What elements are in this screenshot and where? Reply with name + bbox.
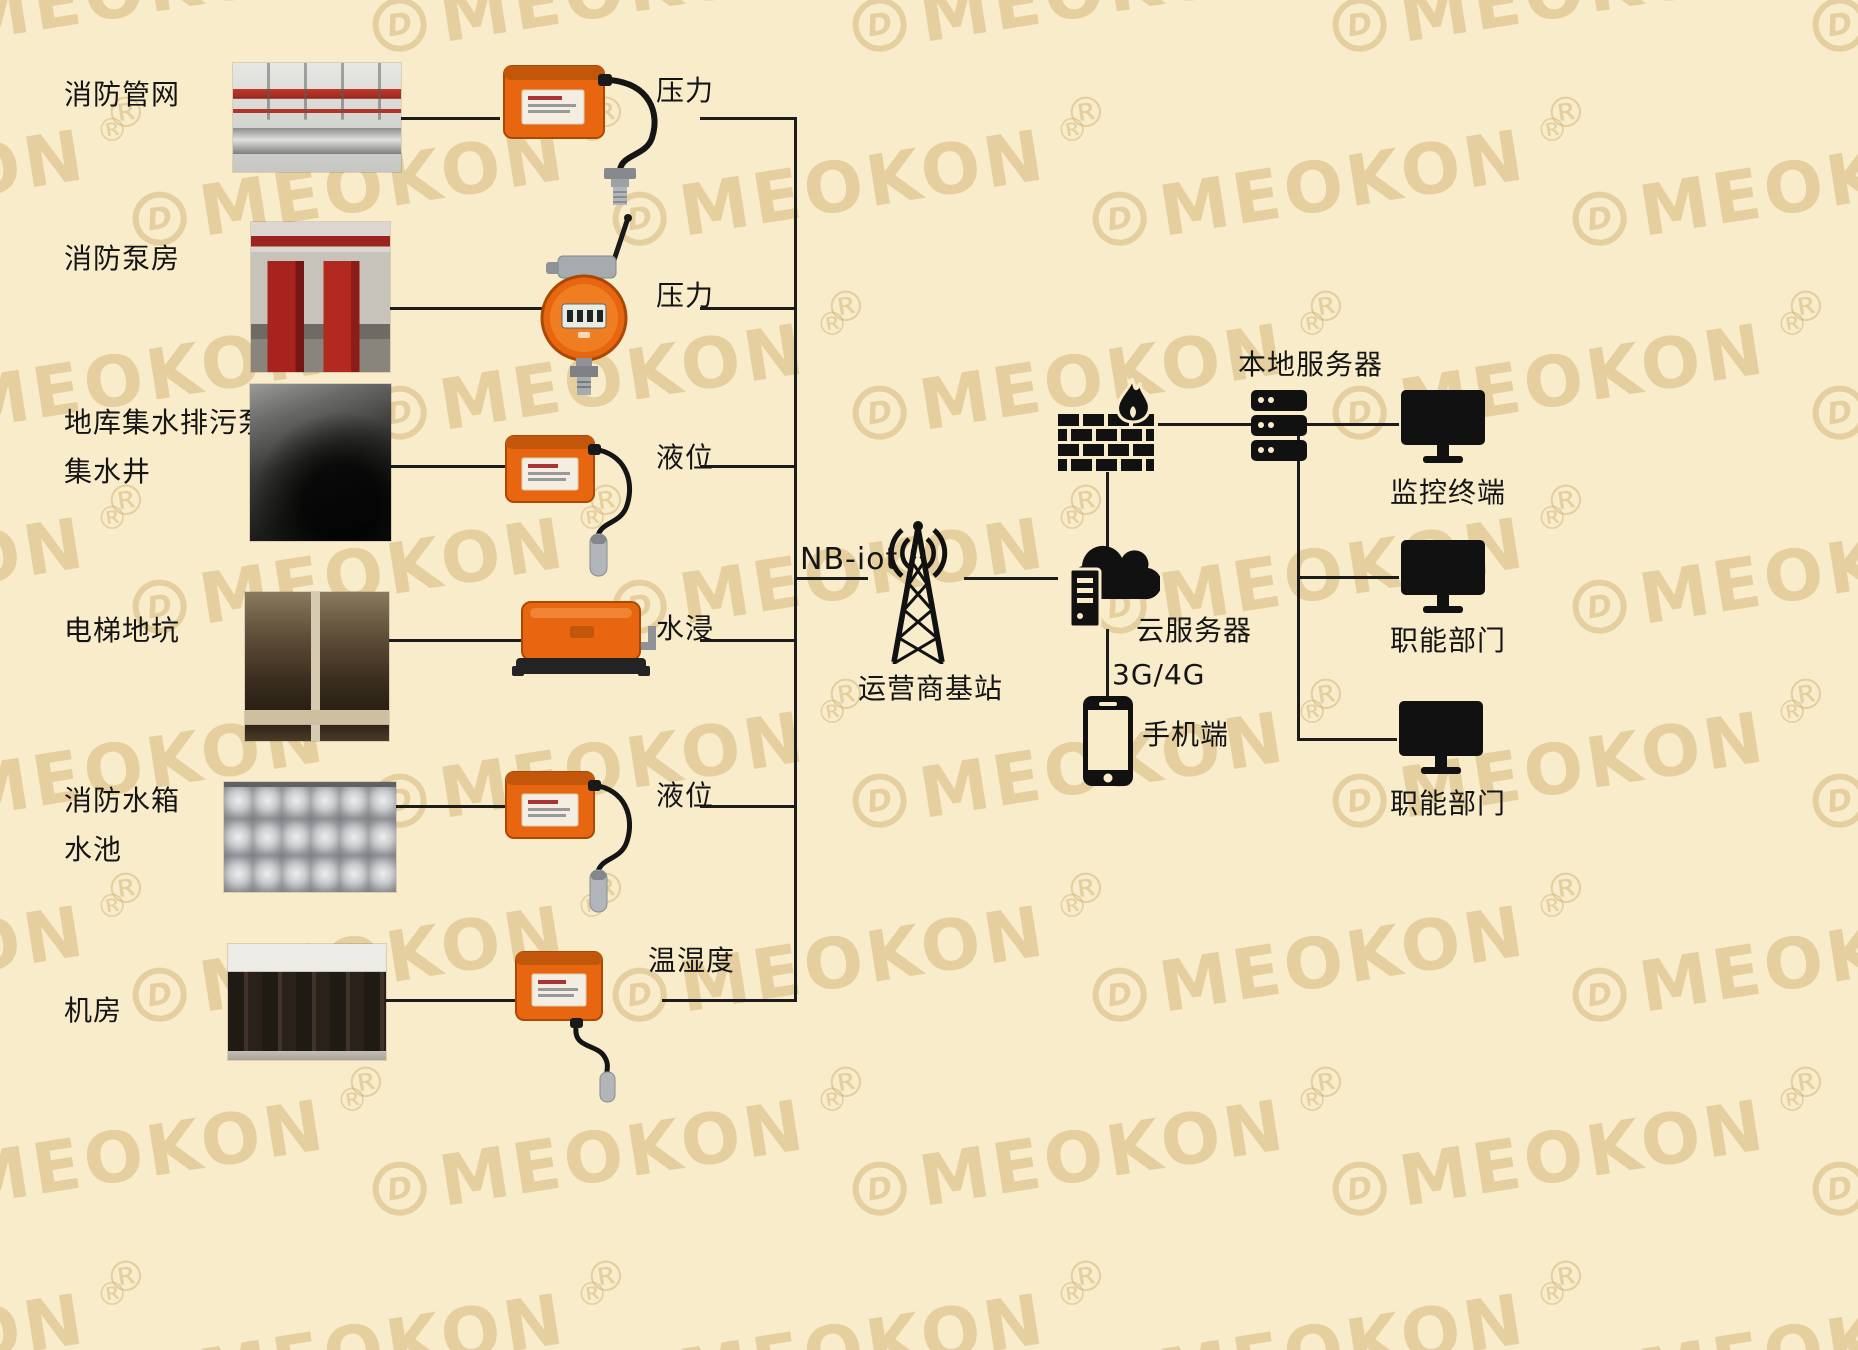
- department-label-2: 职能部门: [1390, 787, 1507, 820]
- location-text: 消防泵房: [64, 242, 181, 275]
- location-label-machine-room: 机房: [64, 994, 122, 1028]
- photo-basement-sump-well: [250, 384, 391, 541]
- connector-line: [390, 307, 542, 310]
- location-label-fire-pipe-network: 消防管网: [64, 78, 180, 112]
- connector-line: [1106, 629, 1109, 697]
- connector-line: [1300, 576, 1399, 579]
- measure-label-1: 压力: [656, 74, 715, 107]
- connector-line: [662, 999, 797, 1002]
- monitor-terminal-label: 监控终端: [1390, 476, 1507, 509]
- local-server-icon: [1251, 390, 1307, 462]
- measure-label-3: 液位: [656, 441, 715, 474]
- connector-line: [1106, 472, 1109, 549]
- connector-line: [964, 577, 1058, 580]
- location-text-2: 水池: [64, 832, 123, 866]
- connector-line: [700, 307, 797, 310]
- connector-line: [401, 117, 500, 120]
- wireless-level-transmitter-icon: [502, 766, 642, 926]
- mobile-phone-icon: [1082, 695, 1134, 787]
- department-label-1: 职能部门: [1390, 624, 1507, 657]
- wireless-pressure-transmitter-icon: [500, 58, 680, 208]
- department-monitor-icon-1: [1399, 538, 1487, 616]
- department-monitor-icon-2: [1397, 699, 1485, 777]
- firewall-icon: [1058, 372, 1158, 472]
- photo-fire-pipe-network: [233, 63, 401, 172]
- connector-line: [700, 805, 797, 808]
- wireless-digital-pressure-gauge-icon: [516, 212, 656, 397]
- location-text: 消防管网: [64, 78, 181, 111]
- connector-line: [797, 577, 868, 580]
- cloud-server-label: 云服务器: [1136, 614, 1253, 647]
- mobile-client-label: 手机端: [1142, 718, 1230, 751]
- connector-line: [794, 117, 797, 1002]
- monitor-terminal-icon: [1399, 388, 1487, 466]
- connector-line: [700, 117, 797, 120]
- photo-fire-pump-room: [251, 222, 390, 372]
- local-server-label: 本地服务器: [1238, 348, 1384, 381]
- location-text-2: 集水井: [64, 454, 152, 488]
- connector-line: [700, 639, 797, 642]
- cloud-server-icon: [1056, 531, 1162, 631]
- measure-label-4: 水浸: [656, 612, 715, 645]
- connector-line: [386, 999, 516, 1002]
- location-text: 地库集水排污泵: [64, 406, 268, 439]
- location-label-fire-pump-room: 消防泵房: [64, 242, 180, 276]
- temperature-humidity-transmitter-icon: [510, 944, 660, 1104]
- measure-label-5: 液位: [656, 779, 715, 812]
- base-station-label: 运营商基站: [858, 672, 1004, 705]
- connector-line: [391, 465, 506, 468]
- connector-line: [389, 639, 522, 642]
- location-text: 电梯地坑: [64, 614, 181, 647]
- cell-tower-icon: [866, 514, 970, 666]
- nb-iot-label: NB-iot: [800, 542, 899, 577]
- connector-line: [396, 805, 506, 808]
- cellular-label: 3G/4G: [1112, 658, 1206, 691]
- location-text: 消防水箱: [64, 784, 181, 817]
- location-label-basement-sump: 地库集水排污泵集水井: [64, 406, 267, 488]
- photo-fire-water-tank: [224, 782, 396, 892]
- connector-line: [1307, 423, 1399, 426]
- location-label-fire-water-tank: 消防水箱水池: [64, 784, 180, 866]
- connector-line: [1300, 738, 1397, 741]
- wireless-level-transmitter-icon: [502, 430, 642, 590]
- measure-label-2: 压力: [656, 279, 715, 312]
- photo-machine-room: [228, 944, 386, 1060]
- connector-line: [1297, 423, 1300, 741]
- location-label-elevator-pit: 电梯地坑: [64, 614, 180, 648]
- photo-elevator-pit: [245, 592, 389, 741]
- location-text: 机房: [64, 994, 123, 1027]
- connector-line: [700, 465, 797, 468]
- connector-line: [1158, 423, 1251, 426]
- measure-label-6: 温湿度: [648, 944, 736, 977]
- water-immersion-detector-icon: [512, 596, 662, 691]
